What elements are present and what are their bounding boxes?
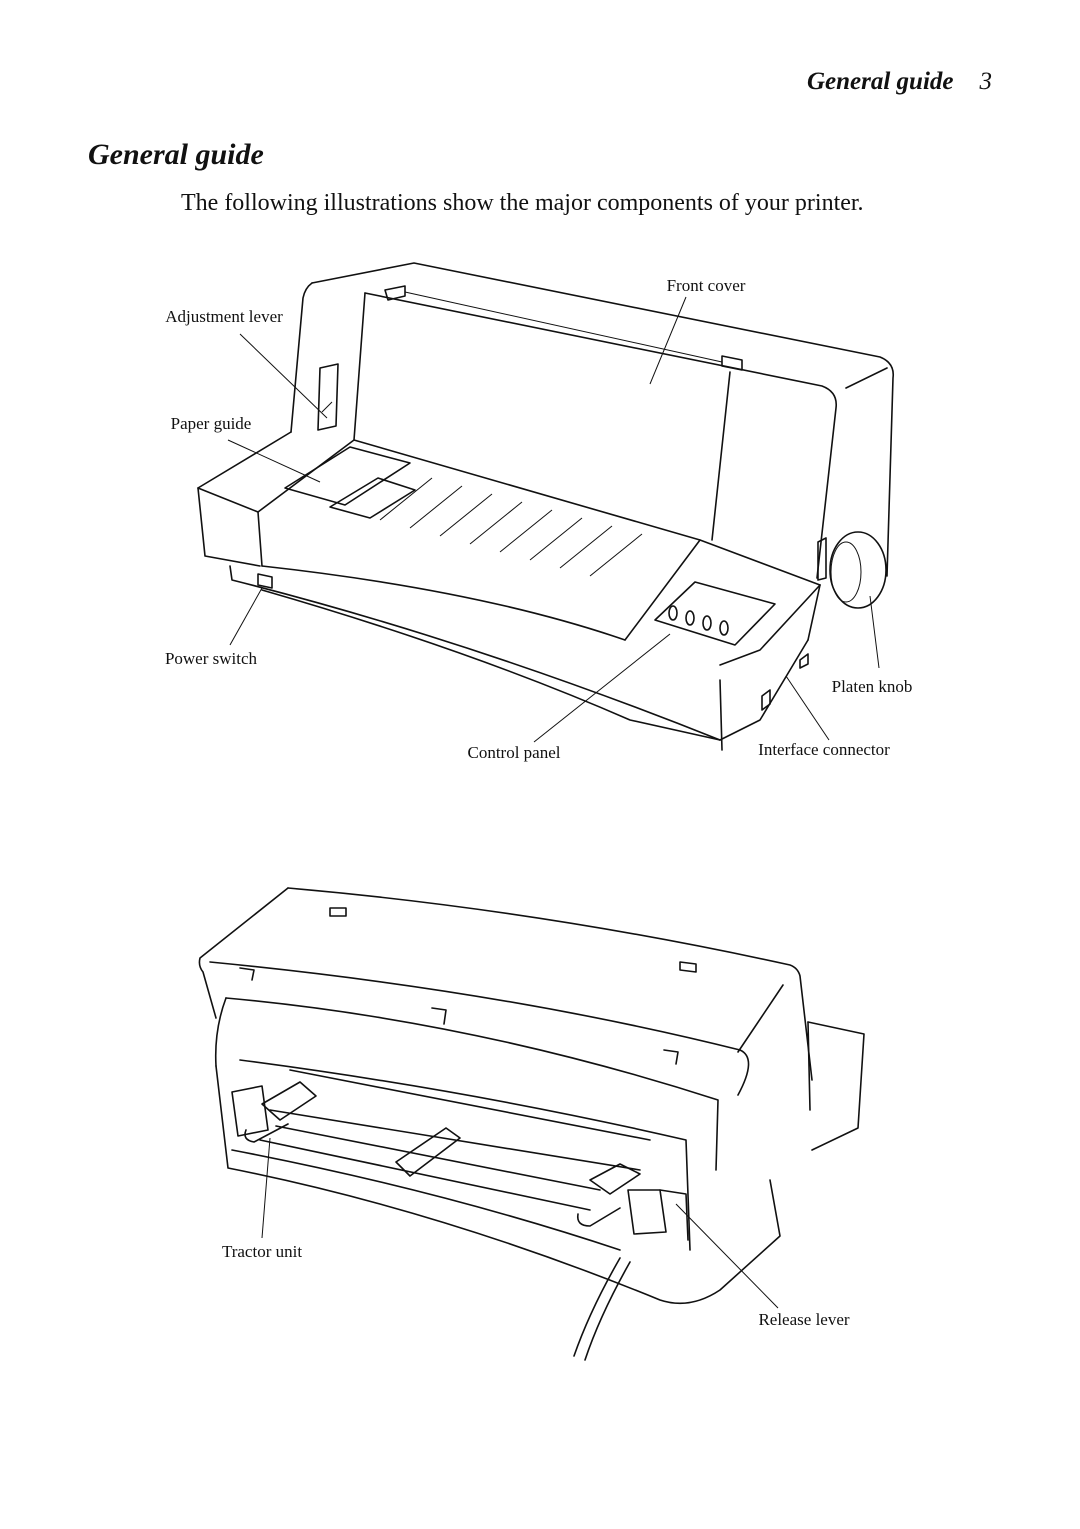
callout-tractor-unit: Tractor unit bbox=[222, 1242, 302, 1261]
front-callout-leaders bbox=[227, 296, 880, 743]
running-head: General guide 3 bbox=[807, 68, 992, 96]
callout-control-panel: Control panel bbox=[467, 743, 560, 762]
callout-platen-knob: Platen knob bbox=[832, 677, 913, 696]
callout-paper-guide: Paper guide bbox=[171, 414, 252, 433]
callout-adjustment-lever: Adjustment lever bbox=[165, 307, 283, 326]
printer-rear-drawing bbox=[198, 887, 865, 1361]
callout-interface-connector: Interface connector bbox=[758, 740, 890, 759]
printer-front-drawing bbox=[197, 262, 895, 751]
printer-front-illustration: Front cover Adjustment lever Paper guide… bbox=[165, 262, 913, 762]
intro-paragraph: The following illustrations show the maj… bbox=[181, 190, 864, 216]
callout-power-switch: Power switch bbox=[165, 649, 258, 668]
callout-release-lever: Release lever bbox=[758, 1310, 849, 1329]
printer-rear-illustration: Tractor unit Release lever bbox=[198, 887, 865, 1361]
callout-front-cover: Front cover bbox=[667, 276, 746, 295]
running-head-section: General guide bbox=[806, 68, 954, 95]
rear-callout-leaders bbox=[261, 1137, 779, 1309]
page-title: General guide bbox=[88, 138, 264, 171]
page-number: 3 bbox=[979, 68, 993, 95]
